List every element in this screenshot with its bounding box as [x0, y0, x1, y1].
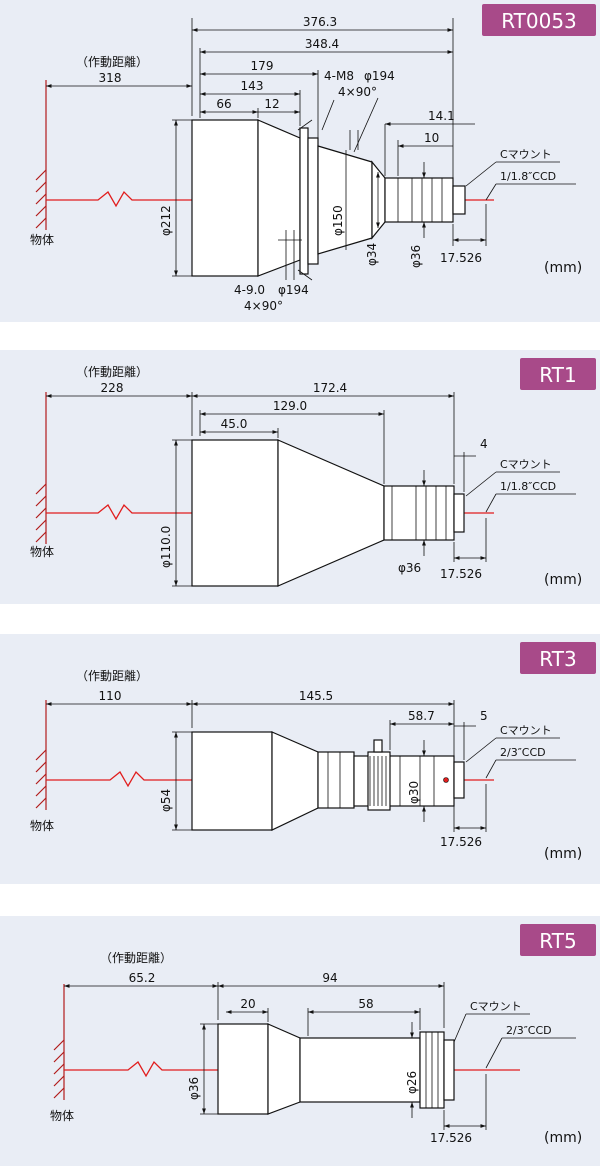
dim-rt3-wd: 110 [99, 689, 122, 703]
flange-rt0053: 17.526 [440, 251, 482, 265]
lens-rt0053 [191, 119, 466, 281]
object-label: 物体 [30, 233, 54, 247]
dim-rt0053-6: 12 [264, 97, 279, 111]
panel-rt1: RT1 物体 （作動距離） 228 172.4 129.0 45.0 4 [0, 350, 600, 604]
phi34-label: φ34 [365, 243, 379, 266]
flange-rt5: 17.526 [430, 1131, 472, 1145]
phi36-label-rt1: φ36 [398, 561, 421, 575]
object-label-rt3: 物体 [30, 819, 54, 833]
lens-rt5 [217, 1023, 455, 1115]
flange-rt1: 17.526 [440, 567, 482, 581]
c-mount-label-rt3: Cマウント [500, 724, 552, 737]
optical-axis [46, 190, 494, 208]
phi212-label: φ212 [159, 205, 173, 236]
tag-rt1 [520, 358, 596, 390]
dim-rt0053-total: 376.3 [303, 15, 337, 29]
c-mount-label-rt1: Cマウント [500, 458, 552, 471]
working-distance-label: （作動距離） [76, 55, 148, 69]
tag-rt3 [520, 642, 596, 674]
tag-rt0053 [482, 4, 596, 36]
dim-rt1-wd: 228 [101, 381, 124, 395]
dim-rt0053-5: 66 [216, 97, 231, 111]
holes-angle: 4×90° [244, 299, 283, 313]
dim-rt0053-14: 14.1 [428, 109, 455, 123]
working-distance-label-rt5: （作動距離） [100, 951, 172, 965]
dim-rt5-3: 58 [358, 997, 373, 1011]
ccd-label: 1/1.8″CCD [500, 170, 556, 183]
optical-axis-rt1 [46, 503, 494, 521]
dim-rt1-2: 129.0 [273, 399, 307, 413]
tag-rt5 [520, 924, 596, 956]
c-mount-label-rt5: Cマウント [470, 1000, 522, 1013]
optical-axis-rt5 [64, 1060, 520, 1078]
lens-rt1 [191, 439, 465, 587]
dim-rt5-wd: 65.2 [129, 971, 156, 985]
phi194-top: φ194 [364, 69, 395, 83]
m8-label: 4-M8 [324, 69, 354, 83]
c-mount-label: Cマウント [500, 148, 552, 161]
dim-rt0053-10: 10 [424, 131, 439, 145]
working-distance-label-rt1: （作動距離） [76, 365, 148, 379]
holes-label: 4-9.0 [234, 283, 265, 297]
phi194-bot: φ194 [278, 283, 309, 297]
ccd-label-rt1: 1/1.8″CCD [500, 480, 556, 493]
object-label-rt5: 物体 [50, 1109, 74, 1123]
phi26-label: φ26 [405, 1071, 419, 1094]
phi36-label: φ36 [409, 245, 423, 268]
dim-rt0053-wd: 318 [99, 71, 122, 85]
phi110-label: φ110.0 [159, 526, 173, 568]
dim-rt3-2: 58.7 [408, 709, 435, 723]
dim-rt1-4: 4 [480, 437, 488, 451]
panel-rt3: RT3 物体 （作動距離） 110 145.5 58.7 [0, 634, 600, 884]
dim-rt1-3: 45.0 [221, 417, 248, 431]
tag-rt3-label: RT3 [539, 647, 576, 671]
phi54-label: φ54 [159, 789, 173, 812]
object-plane-rt3 [35, 700, 47, 810]
ccd-label-rt3: 2/3″CCD [500, 746, 546, 759]
flange-rt3: 17.526 [440, 835, 482, 849]
unit-rt0053: (mm) [544, 260, 582, 276]
optical-axis-rt3 [46, 770, 494, 788]
tag-rt1-label: RT1 [539, 363, 576, 387]
phi150-label: φ150 [331, 205, 345, 236]
lens-rt3 [191, 731, 465, 831]
object-plane-rt5 [53, 984, 65, 1100]
dim-rt0053-3: 179 [251, 59, 274, 73]
object-plane-rt1 [35, 392, 47, 544]
dim-rt0053-4: 143 [241, 79, 264, 93]
object-plane [35, 80, 47, 230]
object-label-rt1: 物体 [30, 545, 54, 559]
working-distance-label-rt3: （作動距離） [76, 669, 148, 683]
dim-rt3-3: 5 [480, 709, 488, 723]
dim-rt0053-2: 348.4 [305, 37, 339, 51]
tag-rt0053-label: RT0053 [501, 9, 577, 33]
dim-rt5-2: 20 [240, 997, 255, 1011]
m8-angle: 4×90° [338, 85, 377, 99]
panel-rt5: RT5 物体 （作動距離） 65.2 94 20 58 Cマウント [0, 916, 600, 1166]
dim-rt3-total: 145.5 [299, 689, 333, 703]
ccd-label-rt5: 2/3″CCD [506, 1024, 552, 1037]
unit-rt3: (mm) [544, 846, 582, 862]
unit-rt5: (mm) [544, 1130, 582, 1146]
panel-rt0053: RT0053 物体 376.3 348.4 [0, 0, 600, 322]
dim-rt5-total: 94 [322, 971, 337, 985]
dim-rt1-total: 172.4 [313, 381, 347, 395]
phi36-label-rt5: φ36 [187, 1077, 201, 1100]
unit-rt1: (mm) [544, 572, 582, 588]
tag-rt5-label: RT5 [539, 929, 576, 953]
phi30-label: φ30 [407, 781, 421, 804]
